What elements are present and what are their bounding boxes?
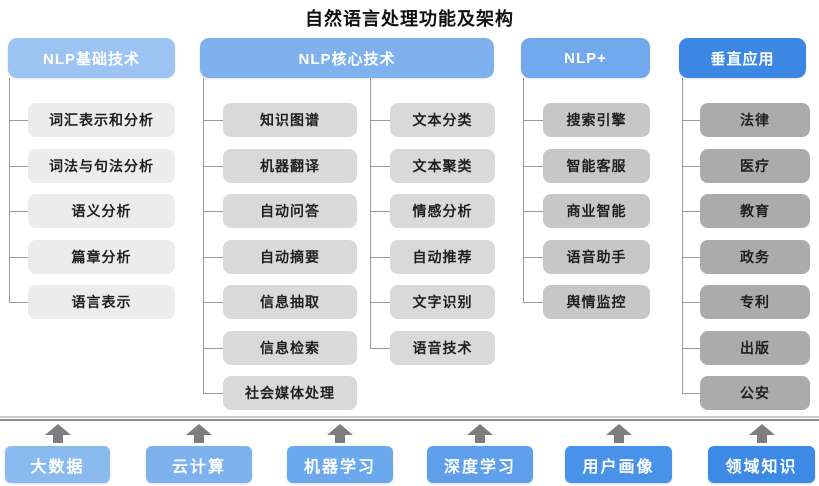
connector-stub-line — [523, 166, 543, 167]
up-arrow-head — [186, 424, 212, 435]
up-arrow-icon — [605, 424, 633, 443]
connector-stub-line — [682, 348, 700, 349]
connector-stub-line — [9, 257, 28, 258]
connector-stub-line — [203, 120, 223, 121]
diagram-node: 公安 — [700, 376, 810, 410]
column-header-nlp-basic: NLP基础技术 — [8, 38, 175, 78]
connector-stub-line — [9, 302, 28, 303]
connector-stub-line — [523, 211, 543, 212]
diagram-node: 文本聚类 — [390, 149, 495, 183]
up-arrow-head — [605, 424, 632, 435]
connector-stub-line — [370, 257, 390, 258]
up-arrow-head — [44, 424, 71, 435]
connector-vertical-line — [203, 78, 204, 393]
column-header-nlp-plus: NLP+ — [521, 38, 650, 78]
diagram-node: 文本分类 — [390, 103, 495, 137]
diagram-node: 出版 — [700, 331, 810, 365]
up-arrow-icon — [44, 424, 72, 443]
connector-vertical-line — [682, 78, 683, 393]
diagram-node: 语音助手 — [543, 240, 650, 274]
connector-stub-line — [682, 257, 700, 258]
connector-stub-line — [370, 166, 390, 167]
foundation-box: 机器学习 — [287, 446, 393, 483]
diagram-node: 舆情监控 — [543, 285, 650, 319]
up-arrow-head — [467, 424, 493, 435]
up-arrow-icon — [748, 424, 776, 443]
connector-stub-line — [682, 120, 700, 121]
up-arrow-head — [748, 424, 775, 435]
connector-vertical-line — [523, 78, 524, 302]
connector-stub-line — [203, 348, 223, 349]
up-arrow-head — [327, 424, 353, 435]
connector-stub-line — [370, 211, 390, 212]
connector-stub-line — [523, 257, 543, 258]
diagram-node: 词法与句法分析 — [28, 149, 175, 183]
diagram-node: 自动问答 — [223, 194, 357, 228]
up-arrow-stem — [52, 435, 63, 443]
diagram-node: 词汇表示和分析 — [28, 103, 175, 137]
diagram-node: 智能客服 — [543, 149, 650, 183]
up-arrow-stem — [613, 435, 624, 443]
foundation-box: 用户画像 — [565, 446, 672, 483]
connector-stub-line — [9, 211, 28, 212]
connector-stub-line — [682, 302, 700, 303]
up-arrow-stem — [194, 435, 204, 443]
diagram-node: 自动推荐 — [390, 240, 495, 274]
connector-stub-line — [203, 166, 223, 167]
connector-stub-line — [370, 120, 390, 121]
up-arrow-stem — [475, 435, 485, 443]
diagram-node: 语音技术 — [390, 331, 495, 365]
diagram-node: 情感分析 — [390, 194, 495, 228]
connector-stub-line — [523, 302, 543, 303]
page-title: 自然语言处理功能及架构 — [305, 9, 514, 29]
connector-stub-line — [682, 393, 700, 394]
up-arrow-stem — [756, 435, 767, 443]
up-arrow-icon — [326, 424, 354, 443]
diagram-node: 篇章分析 — [28, 240, 175, 274]
diagram-node: 信息抽取 — [223, 285, 357, 319]
connector-vertical-line — [9, 78, 10, 302]
connector-stub-line — [370, 302, 390, 303]
diagram-node: 语义分析 — [28, 194, 175, 228]
foundation-box: 领域知识 — [708, 446, 815, 483]
diagram-node: 专利 — [700, 285, 810, 319]
separator-line-dark — [0, 419, 819, 421]
connector-stub-line — [203, 302, 223, 303]
diagram-node: 搜索引擎 — [543, 103, 650, 137]
diagram-node: 商业智能 — [543, 194, 650, 228]
foundation-box: 云计算 — [146, 446, 252, 483]
diagram-node: 自动摘要 — [223, 240, 357, 274]
diagram-node: 医疗 — [700, 149, 810, 183]
connector-stub-line — [370, 348, 390, 349]
diagram-node: 社会媒体处理 — [223, 376, 357, 410]
diagram-node: 机器翻译 — [223, 149, 357, 183]
foundation-box: 深度学习 — [427, 446, 533, 483]
connector-stub-line — [203, 211, 223, 212]
connector-stub-line — [682, 166, 700, 167]
separator-line-light — [0, 416, 819, 418]
up-arrow-icon — [466, 424, 494, 443]
diagram-node: 文字识别 — [390, 285, 495, 319]
diagram-node: 法律 — [700, 103, 810, 137]
foundation-box: 大数据 — [5, 446, 110, 483]
diagram-node: 语言表示 — [28, 285, 175, 319]
column-header-vertical-apps: 垂直应用 — [679, 38, 806, 78]
diagram-node: 信息检索 — [223, 331, 357, 365]
connector-stub-line — [682, 211, 700, 212]
connector-stub-line — [203, 393, 223, 394]
connector-stub-line — [9, 166, 28, 167]
column-header-nlp-core: NLP核心技术 — [200, 38, 494, 78]
diagram-node: 知识图谱 — [223, 103, 357, 137]
diagram-node: 教育 — [700, 194, 810, 228]
up-arrow-icon — [185, 424, 213, 443]
connector-stub-line — [9, 120, 28, 121]
connector-stub-line — [203, 257, 223, 258]
connector-stub-line — [523, 120, 543, 121]
connector-vertical-line — [370, 78, 371, 348]
diagram-node: 政务 — [700, 240, 810, 274]
up-arrow-stem — [335, 435, 345, 443]
